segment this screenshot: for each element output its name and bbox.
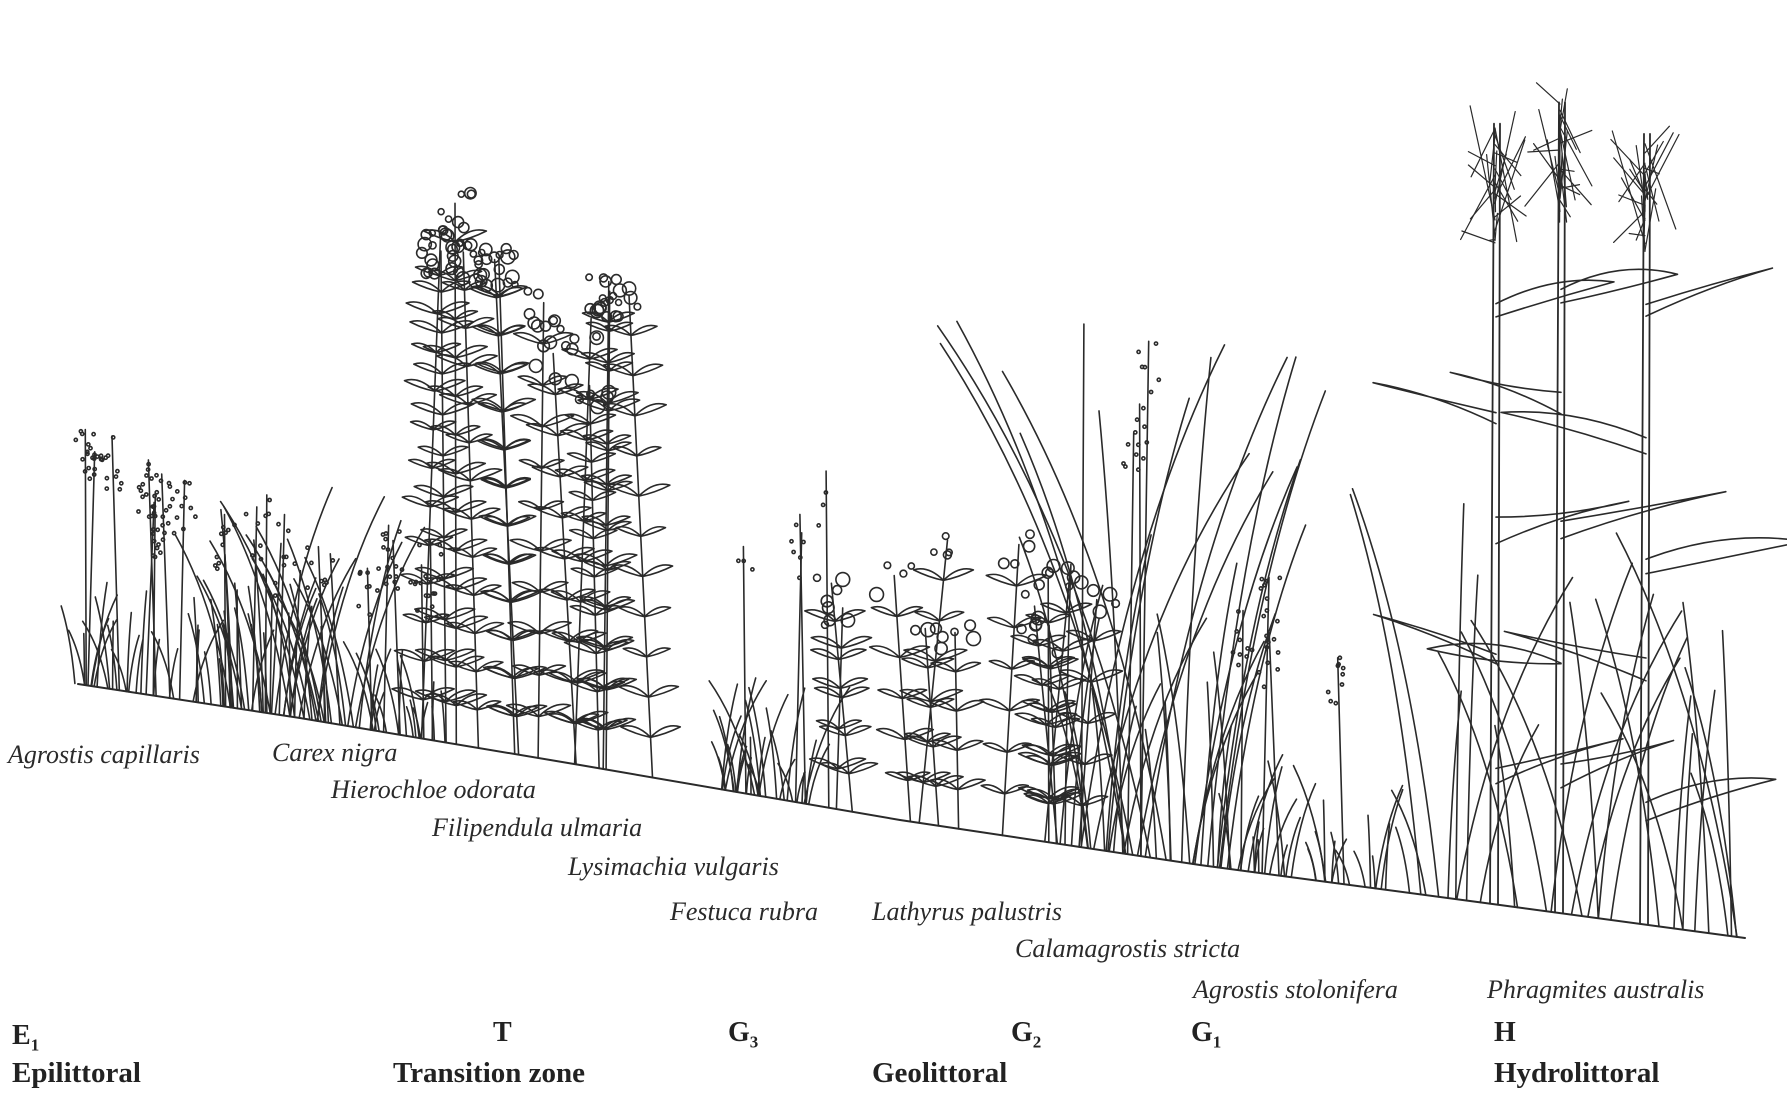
- species-label-agrostis-stolonifera: Agrostis stolonifera: [1193, 975, 1398, 1005]
- species-label-lysimachia-vulgaris: Lysimachia vulgaris: [568, 852, 779, 882]
- species-label-carex-nigra: Carex nigra: [272, 738, 397, 768]
- zone-code-g2: G2: [1011, 1017, 1041, 1053]
- zone-name-hydrolittoral: Hydrolittoral: [1494, 1057, 1659, 1090]
- species-label-phragmites-australis: Phragmites australis: [1487, 975, 1704, 1005]
- plant-phragmites-australis: [1350, 83, 1787, 937]
- species-label-festuca-rubra: Festuca rubra: [670, 897, 818, 927]
- species-label-filipendula-ulmaria: Filipendula ulmaria: [432, 813, 642, 843]
- species-label-lathyrus-palustris: Lathyrus palustris: [872, 897, 1062, 927]
- plant-agrostis-capillaris: [61, 430, 236, 708]
- zone-name-transition-zone: Transition zone: [393, 1057, 585, 1090]
- species-label-calamagrostis-stricta: Calamagrostis stricta: [1015, 934, 1240, 964]
- zone-code-g3: G3: [728, 1017, 758, 1053]
- plant-lysimachia-vulgaris: [527, 274, 681, 778]
- zone-name-epilittoral: Epilittoral: [12, 1057, 141, 1090]
- zone-code-h: H: [1494, 1017, 1516, 1049]
- species-label-agrostis-capillaris: Agrostis capillaris: [8, 740, 200, 770]
- zone-code-e1: E1: [12, 1020, 39, 1056]
- zone-code-t: T: [493, 1017, 512, 1049]
- zone-name-geolittoral: Geolittoral: [872, 1057, 1007, 1090]
- zone-code-g1: G1: [1191, 1017, 1221, 1053]
- species-label-hierochloe-odorata: Hierochloe odorata: [331, 775, 536, 805]
